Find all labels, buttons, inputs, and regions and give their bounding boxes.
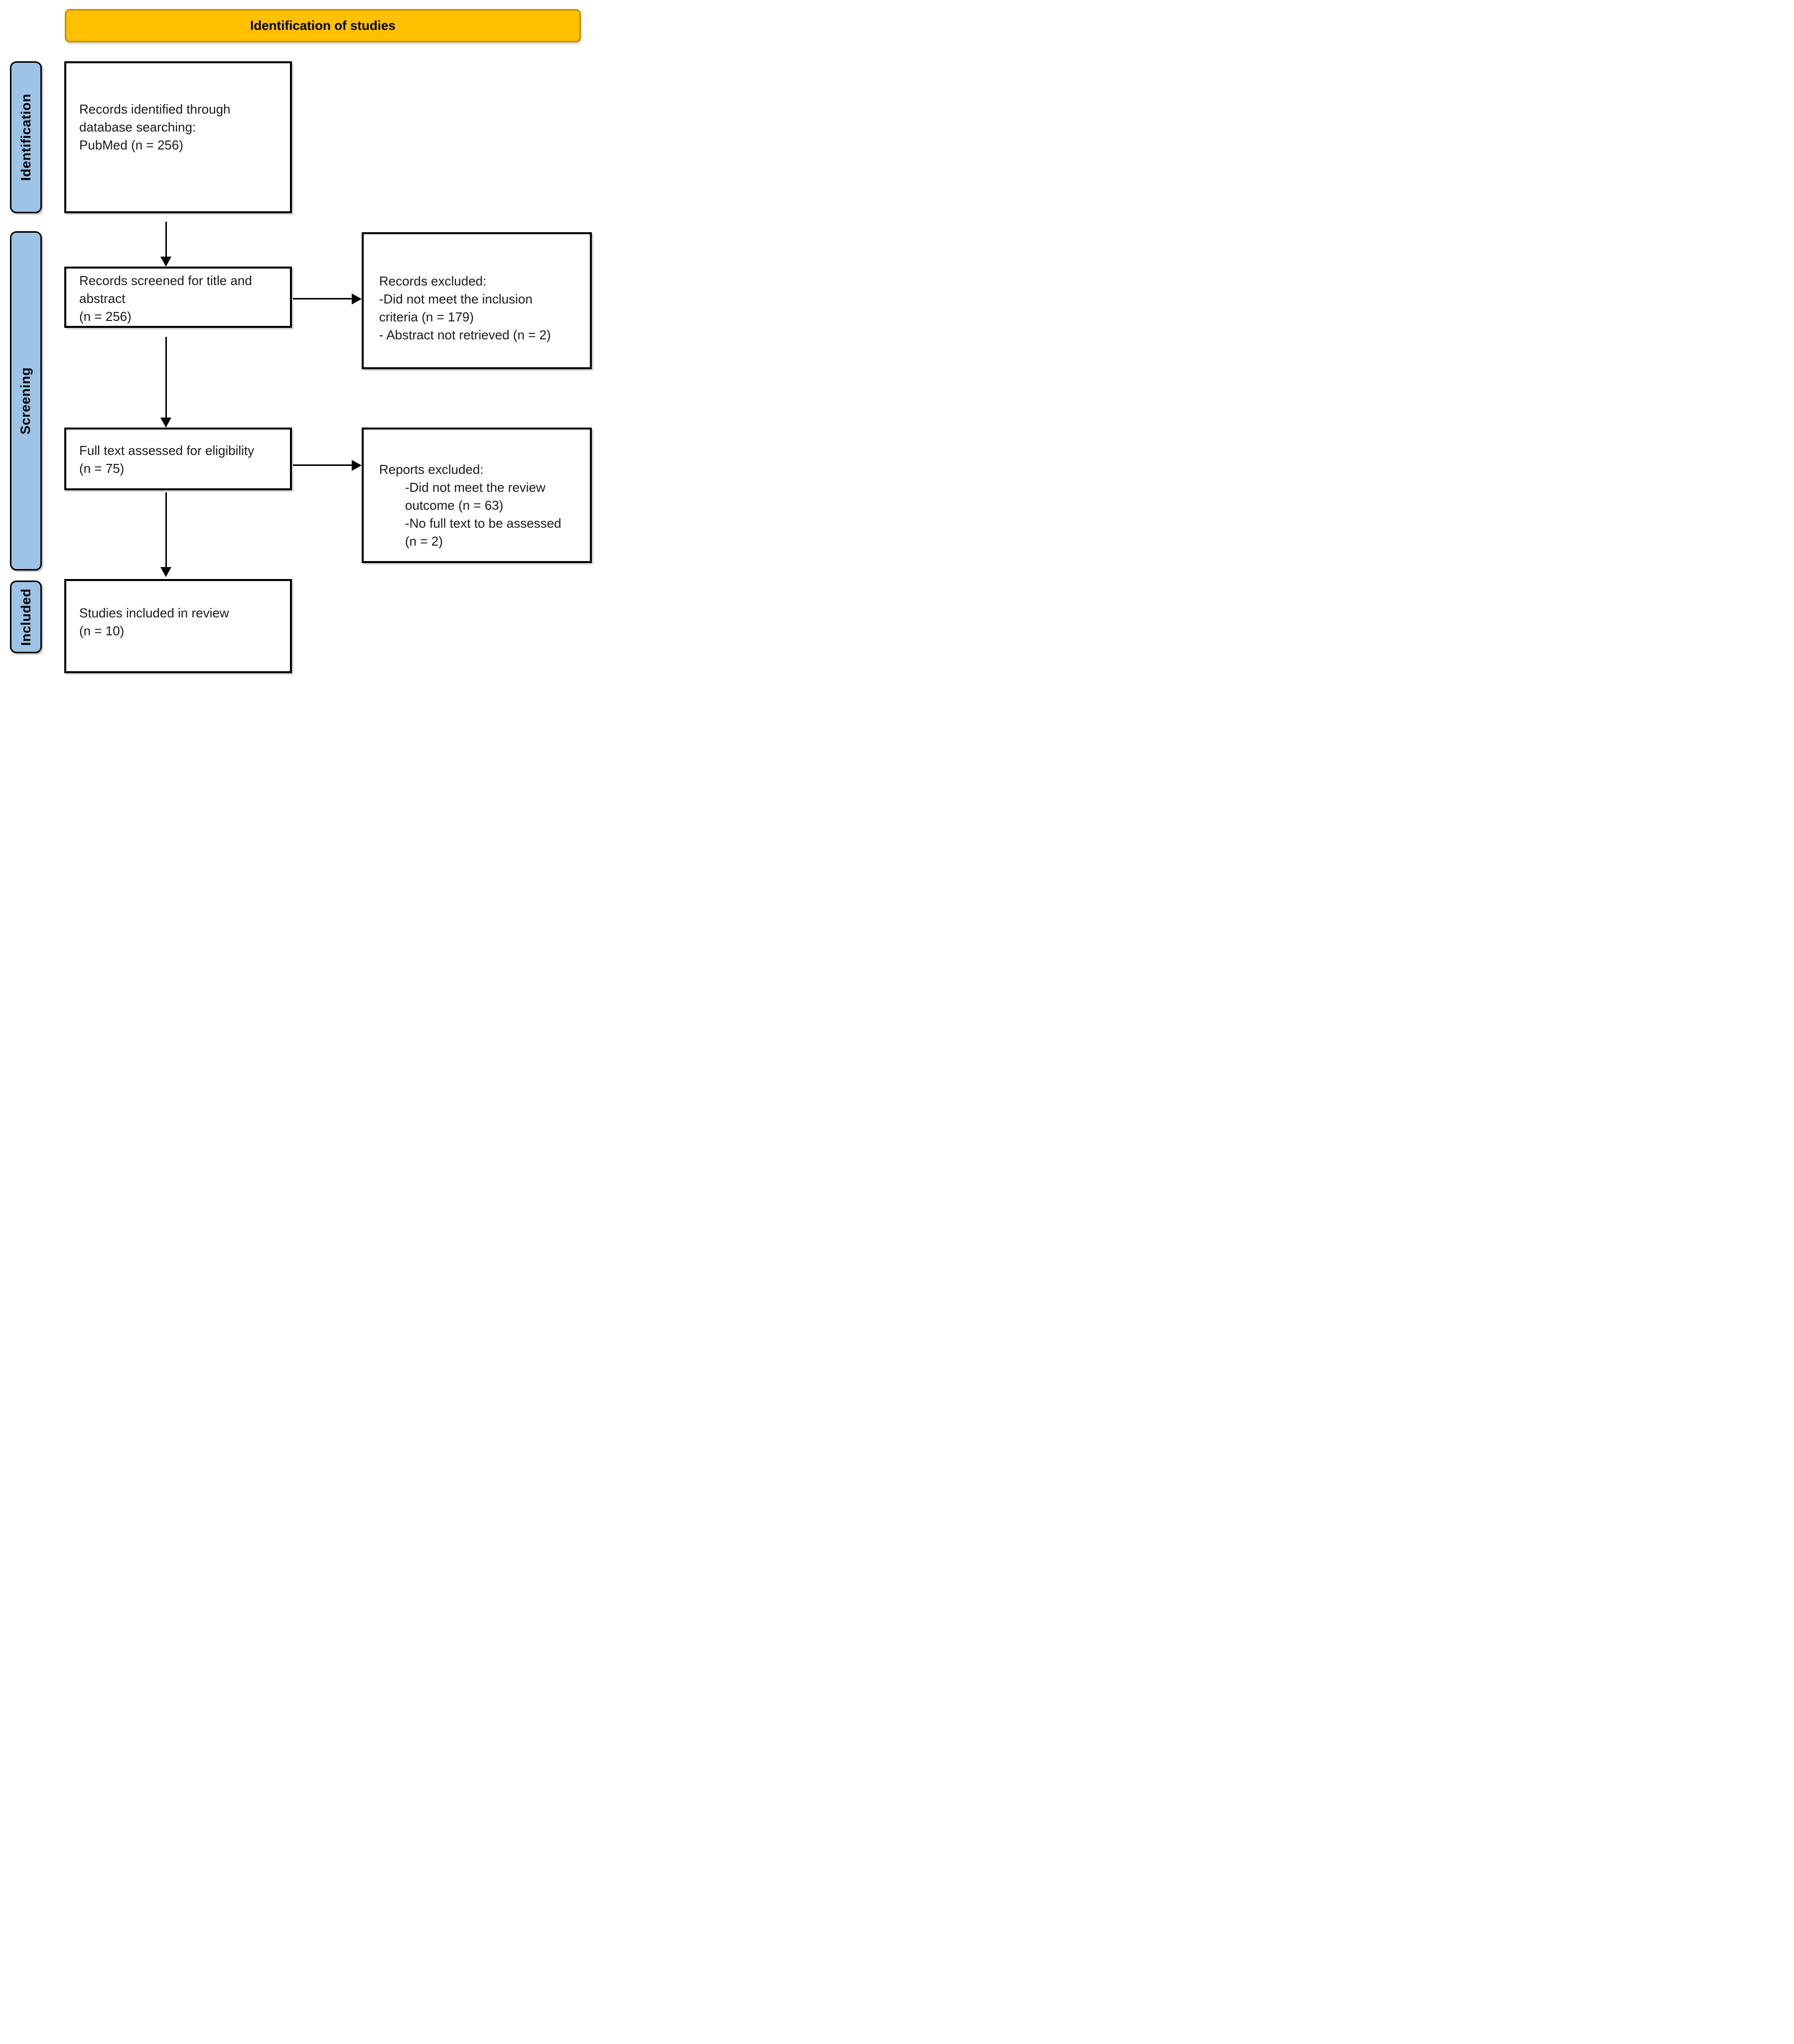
box-records-excluded-text: Records excluded:-Did not meet the inclu… — [379, 274, 551, 342]
box-fulltext-assessed-text: Full text assessed for eligibility(n = 7… — [79, 443, 255, 476]
arrow-line — [165, 337, 167, 418]
arrow-head-down-icon — [160, 418, 171, 428]
arrow-line — [293, 298, 352, 299]
arrow-line — [165, 222, 167, 257]
identification-of-studies-banner: Identification of studies — [65, 9, 581, 42]
box-reports-excluded-title: Reports excluded: — [379, 462, 484, 477]
arrow-line — [293, 464, 352, 466]
arrow-line — [165, 492, 167, 567]
stage-label-identification: Identification — [18, 94, 33, 181]
stage-bar-screening: Screening — [10, 231, 42, 571]
stage-label-included: Included — [18, 588, 33, 646]
arrow-head-down-icon — [160, 567, 171, 577]
stage-bar-identification: Identification — [10, 61, 42, 213]
box-studies-included-text: Studies included in review(n = 10) — [79, 605, 229, 638]
box-studies-included: Studies included in review(n = 10) — [64, 579, 292, 673]
box-records-excluded: Records excluded:-Did not meet the inclu… — [362, 232, 592, 369]
stage-bar-included: Included — [10, 581, 42, 653]
stage-label-screening: Screening — [18, 367, 33, 435]
arrow-head-right-icon — [352, 460, 362, 471]
arrow-head-right-icon — [352, 293, 362, 304]
box-reports-excluded: Reports excluded: -Did not meet the revi… — [362, 428, 592, 563]
arrow-head-down-icon — [160, 257, 171, 267]
prisma-flow-diagram: Identification of studies Identification… — [0, 0, 598, 681]
banner-title: Identification of studies — [250, 18, 396, 33]
box-fulltext-assessed: Full text assessed for eligibility(n = 7… — [64, 428, 292, 490]
